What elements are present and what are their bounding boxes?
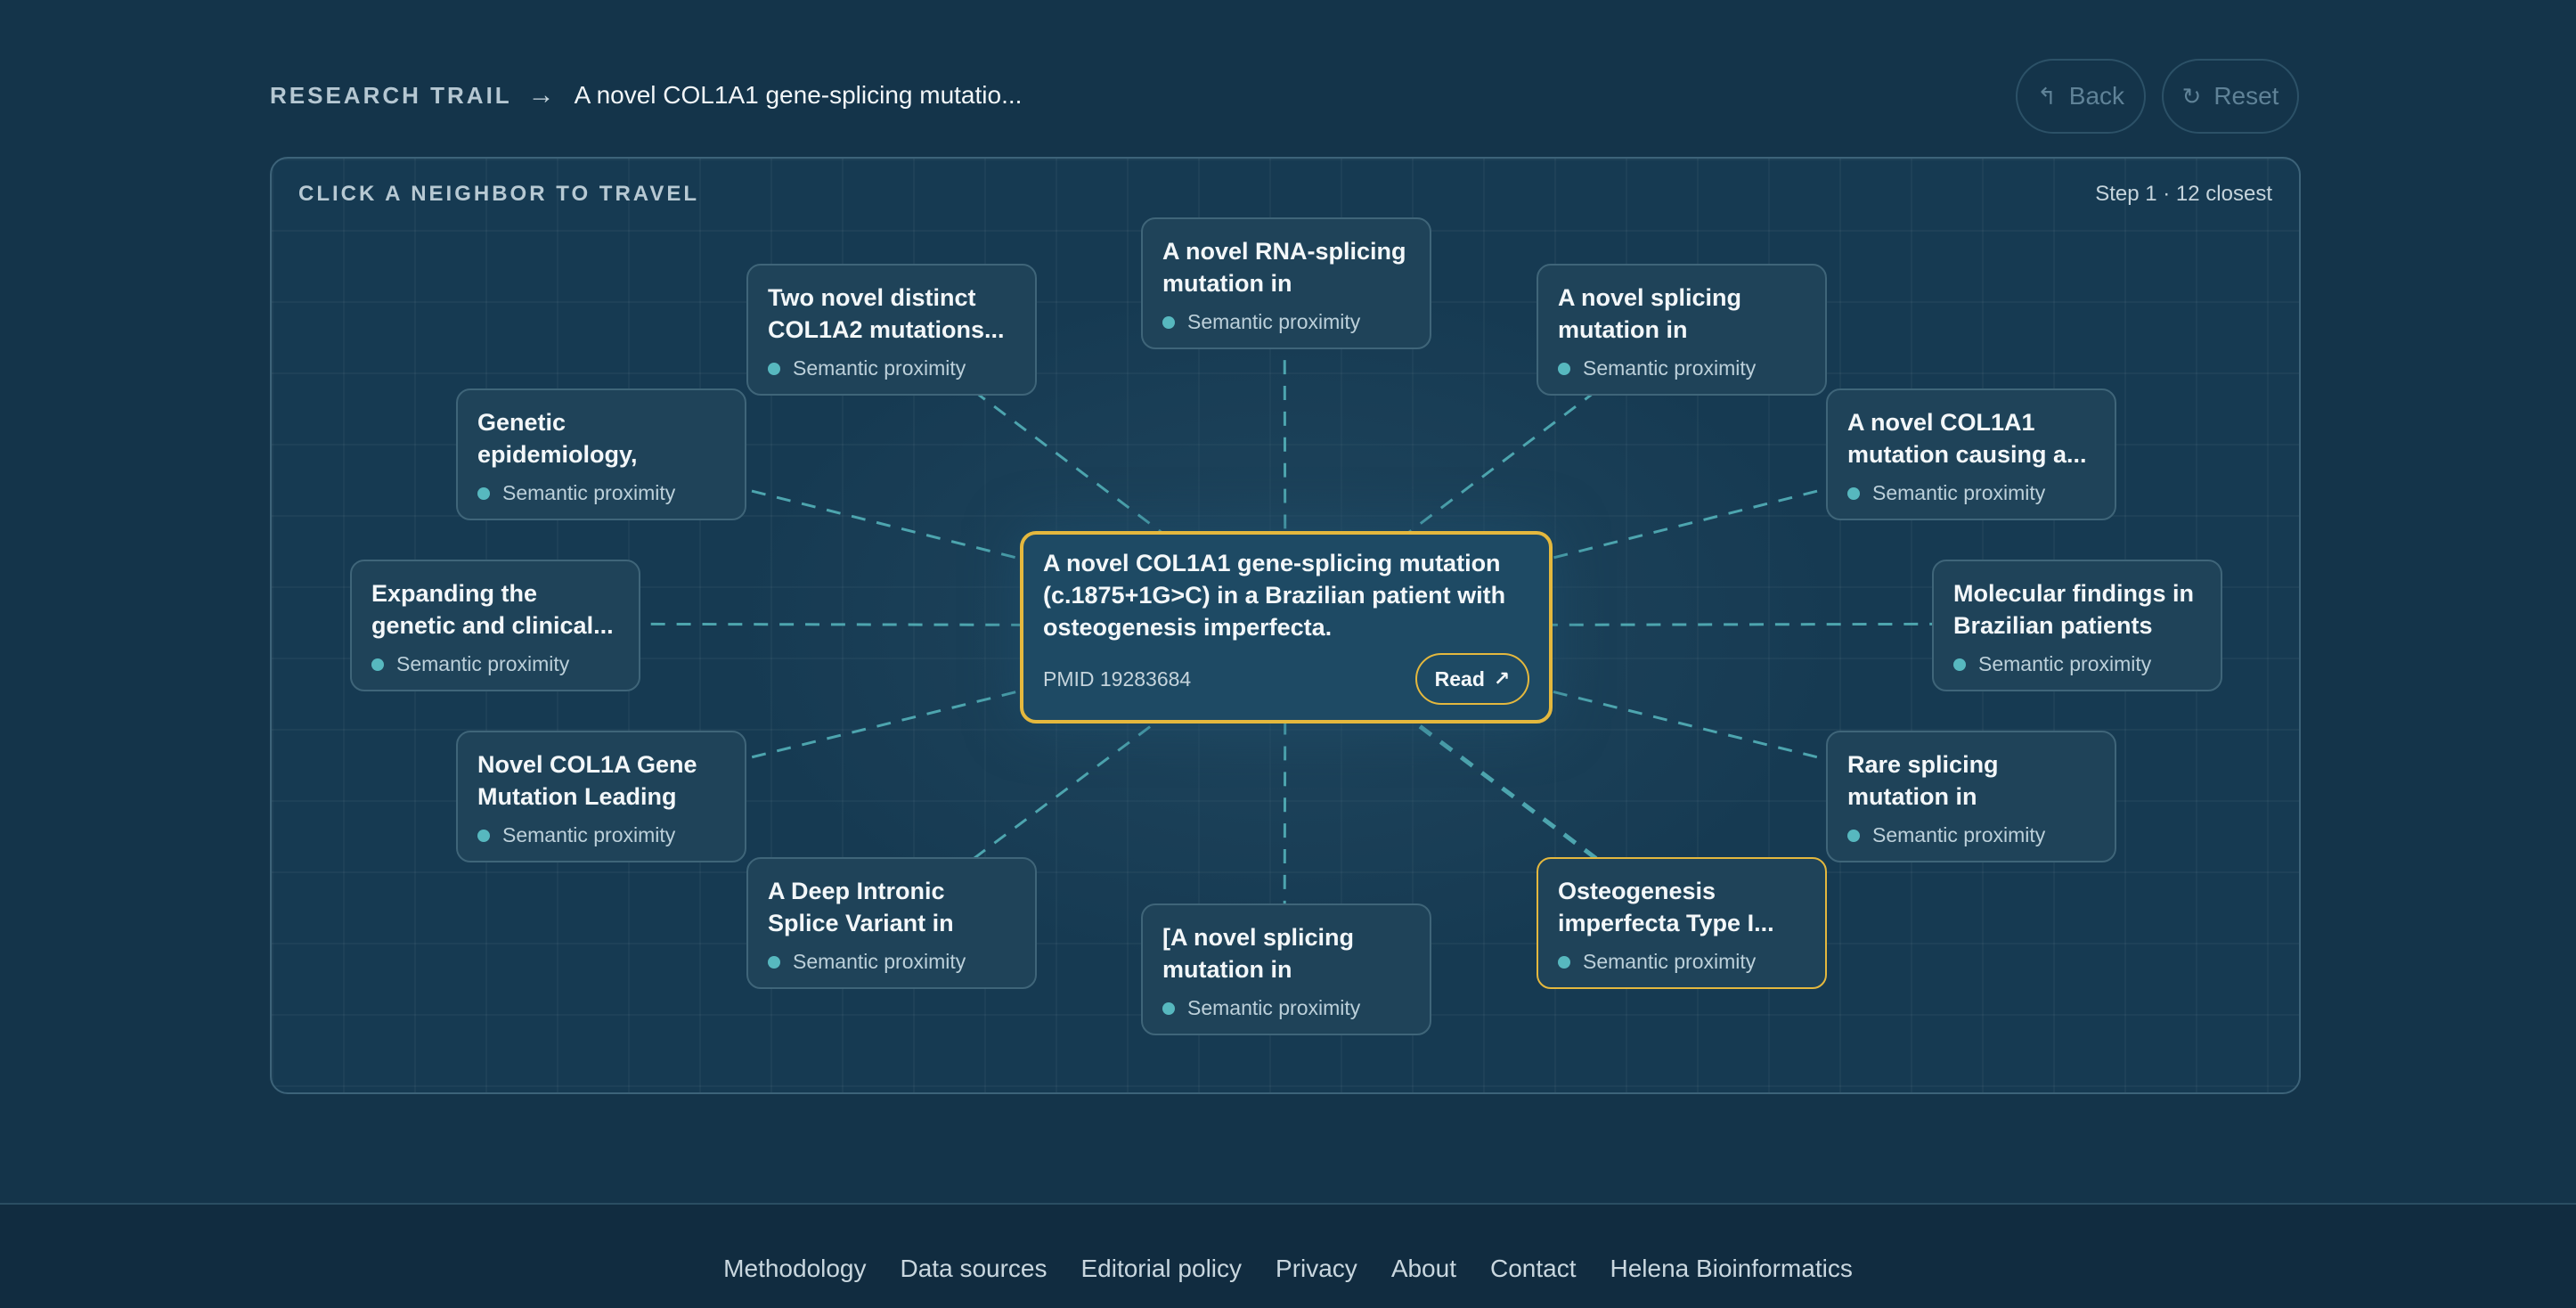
footer-divider: [0, 1203, 2576, 1205]
proximity-dot-icon: [1847, 486, 1860, 500]
proximity-dot-icon: [1162, 315, 1175, 329]
neighbor-title: A novel splicing mutation in COL1A1...: [1558, 284, 1742, 343]
neighbor-title: Molecular findings in Brazilian patients…: [1953, 580, 2195, 639]
footer: Methodology Data sources Editorial policy P…: [0, 1205, 2576, 1308]
neighbor-meta: Semantic proximity: [1847, 481, 2095, 505]
back-button[interactable]: ↰ Back: [2016, 59, 2146, 134]
proximity-dot-icon: [1847, 829, 1860, 842]
neighbor-card[interactable]: A novel splicing mutation in COL1A1... Se…: [1537, 264, 1827, 396]
neighbor-relation-label: Semantic proximity: [502, 481, 676, 504]
neighbor-graph-panel: CLICK A NEIGHBOR TO TRAVEL Step 1 · 12 c…: [270, 157, 2301, 1094]
neighbor-card[interactable]: A Deep Intronic Splice Variant in COL1A1…: [746, 857, 1037, 989]
neighbor-relation-label: Semantic proximity: [1978, 652, 2152, 675]
neighbor-meta: Semantic proximity: [1847, 823, 2095, 847]
external-link-icon: ↗: [1493, 667, 1511, 690]
neighbor-title: A novel RNA-splicing mutation in COL1A1.…: [1162, 238, 1406, 297]
read-button[interactable]: Read ↗: [1415, 653, 1529, 705]
footer-link[interactable]: Methodology: [723, 1255, 867, 1282]
reset-button-label: Reset: [2213, 82, 2279, 110]
proximity-dot-icon: [1162, 1001, 1175, 1015]
footer-link[interactable]: About: [1390, 1255, 1456, 1282]
read-button-label: Read: [1434, 666, 1485, 691]
proximity-dot-icon: [1558, 362, 1570, 375]
neighbor-meta: Semantic proximity: [1558, 950, 1806, 974]
neighbor-title: Two novel distinct COL1A2 mutations...: [768, 284, 1005, 343]
neighbor-meta: Semantic proximity: [1953, 652, 2201, 676]
neighbor-card[interactable]: Novel COL1A Gene Mutation Leading to... S…: [456, 731, 746, 862]
pmid-label: PMID 19283684: [1043, 666, 1192, 691]
neighbor-card[interactable]: [A novel splicing mutation in COL1A1... S…: [1141, 903, 1431, 1035]
step-status: Step 1 · 12 closest: [2095, 182, 2272, 206]
neighbor-relation-label: Semantic proximity: [1583, 950, 1757, 973]
neighbor-card[interactable]: Rare splicing mutation in COL1A1... Seman…: [1826, 731, 2116, 862]
neighbor-relation-label: Semantic proximity: [1187, 996, 1361, 1019]
neighbor-card[interactable]: Molecular findings in Brazilian patients…: [1932, 560, 2222, 691]
neighbor-title: Novel COL1A Gene Mutation Leading to...: [477, 751, 697, 810]
neighbor-relation-label: Semantic proximity: [1583, 356, 1757, 380]
neighbor-relation-label: Semantic proximity: [1872, 481, 2046, 504]
neighbor-relation-label: Semantic proximity: [793, 950, 966, 973]
header-actions: ↰ Back ↻ Reset: [2016, 59, 2299, 134]
neighbor-card[interactable]: Genetic epidemiology, prevalence, and...…: [456, 388, 746, 520]
panel-instruction: CLICK A NEIGHBOR TO TRAVEL: [298, 182, 699, 206]
neighbor-meta: Semantic proximity: [768, 356, 1015, 380]
breadcrumb: RESEARCH TRAIL → A novel COL1A1 gene-spl…: [270, 80, 1022, 110]
neighbor-relation-label: Semantic proximity: [1872, 823, 2046, 846]
neighbor-relation-label: Semantic proximity: [1187, 310, 1361, 333]
reset-icon: ↻: [2181, 82, 2202, 110]
proximity-dot-icon: [477, 486, 490, 500]
neighbor-meta: Semantic proximity: [768, 950, 1015, 974]
breadcrumb-current: A novel COL1A1 gene-splicing mutatio...: [574, 81, 1023, 109]
neighbor-meta: Semantic proximity: [1558, 356, 1806, 380]
neighbor-meta: Semantic proximity: [371, 652, 619, 676]
back-arrow-icon: ↰: [2036, 82, 2057, 110]
neighbor-card[interactable]: Two novel distinct COL1A2 mutations... Se…: [746, 264, 1037, 396]
current-paper-card: A novel COL1A1 gene-splicing mutation (c…: [1020, 531, 1553, 723]
reset-button[interactable]: ↻ Reset: [2162, 59, 2299, 134]
neighbor-card[interactable]: Expanding the genetic and clinical... Sem…: [350, 560, 640, 691]
footer-link[interactable]: Helena Bioinformatics: [1610, 1255, 1853, 1282]
proximity-dot-icon: [768, 362, 780, 375]
breadcrumb-root[interactable]: RESEARCH TRAIL: [270, 81, 512, 109]
proximity-dot-icon: [1953, 658, 1966, 671]
footer-links: Methodology Data sources Editorial policy P…: [0, 1255, 2576, 1283]
footer-link[interactable]: Contact: [1489, 1255, 1577, 1282]
neighbor-card[interactable]: A novel COL1A1 mutation causing a... Sema…: [1826, 388, 2116, 520]
neighbor-relation-label: Semantic proximity: [502, 823, 676, 846]
neighbor-meta: Semantic proximity: [477, 481, 725, 505]
back-button-label: Back: [2068, 82, 2125, 110]
proximity-dot-icon: [477, 829, 490, 842]
neighbor-card[interactable]: Osteogenesis imperfecta Type I... Semanti…: [1537, 857, 1827, 989]
arrow-right-icon: →: [527, 80, 555, 110]
proximity-dot-icon: [768, 955, 780, 969]
footer-link[interactable]: Data sources: [900, 1255, 1048, 1282]
neighbor-title: Expanding the genetic and clinical...: [371, 580, 614, 639]
proximity-dot-icon: [371, 658, 384, 671]
footer-link[interactable]: Privacy: [1276, 1255, 1357, 1282]
neighbor-card[interactable]: A novel RNA-splicing mutation in COL1A1.…: [1141, 217, 1431, 349]
neighbor-relation-label: Semantic proximity: [793, 356, 966, 380]
neighbor-title: Rare splicing mutation in COL1A1...: [1847, 751, 1999, 810]
neighbor-title: Osteogenesis imperfecta Type I...: [1558, 878, 1774, 936]
neighbor-title: A novel COL1A1 mutation causing a...: [1847, 409, 2087, 468]
header: RESEARCH TRAIL → A novel COL1A1 gene-spl…: [270, 59, 2299, 135]
neighbor-meta: Semantic proximity: [1162, 996, 1410, 1020]
proximity-dot-icon: [1558, 955, 1570, 969]
current-paper-title: A novel COL1A1 gene-splicing mutation (c…: [1043, 550, 1506, 641]
footer-link[interactable]: Editorial policy: [1080, 1255, 1243, 1282]
neighbor-meta: Semantic proximity: [477, 823, 725, 847]
neighbor-meta: Semantic proximity: [1162, 310, 1410, 334]
neighbor-title: [A novel splicing mutation in COL1A1...: [1162, 924, 1355, 983]
neighbor-title: A Deep Intronic Splice Variant in COL1A1…: [768, 878, 954, 936]
neighbor-relation-label: Semantic proximity: [396, 652, 570, 675]
neighbor-title: Genetic epidemiology, prevalence, and...: [477, 409, 638, 468]
